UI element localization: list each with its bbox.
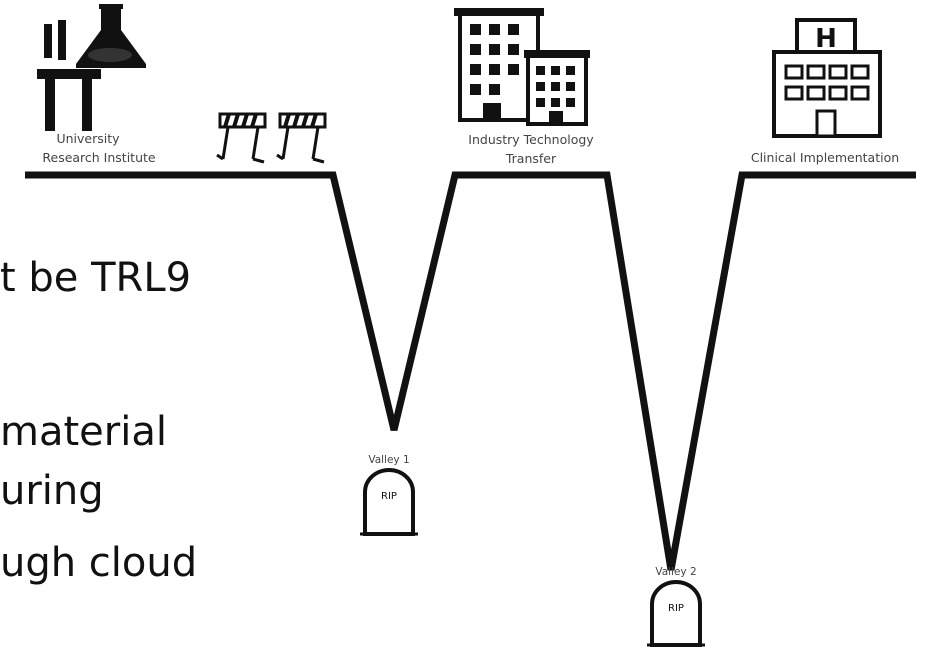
valley-2-label: Valley 2 xyxy=(655,566,696,578)
industry-label-line-1: Industry Technology xyxy=(468,132,594,147)
slide-text-line-2: material xyxy=(0,409,167,455)
valley-1-label: Valley 1 xyxy=(368,454,409,466)
tombstone-icon-2 xyxy=(647,580,705,647)
university-label-line-2: Research Institute xyxy=(42,150,156,165)
slide-text-line-1: t be TRL9 xyxy=(0,255,192,301)
hospital-icon: H xyxy=(772,18,882,138)
industry-label-line-2: Transfer xyxy=(505,151,557,166)
tombstone-2-rip: RIP xyxy=(668,603,684,614)
lab-flask-icon xyxy=(37,4,146,131)
tombstone-icon-1 xyxy=(360,468,418,536)
slide-text-line-3: uring xyxy=(0,468,104,514)
clinical-label: Clinical Implementation xyxy=(751,150,899,165)
office-buildings-icon xyxy=(454,8,590,126)
hurdle-icon-1 xyxy=(216,112,267,164)
valley-path-line xyxy=(25,171,916,571)
hospital-sign-letter: H xyxy=(815,24,837,54)
hurdle-icon-2 xyxy=(276,112,327,164)
slide-text-line-4: ugh cloud xyxy=(0,540,198,586)
university-label-line-1: University xyxy=(56,131,120,146)
tombstone-1-rip: RIP xyxy=(381,491,397,502)
